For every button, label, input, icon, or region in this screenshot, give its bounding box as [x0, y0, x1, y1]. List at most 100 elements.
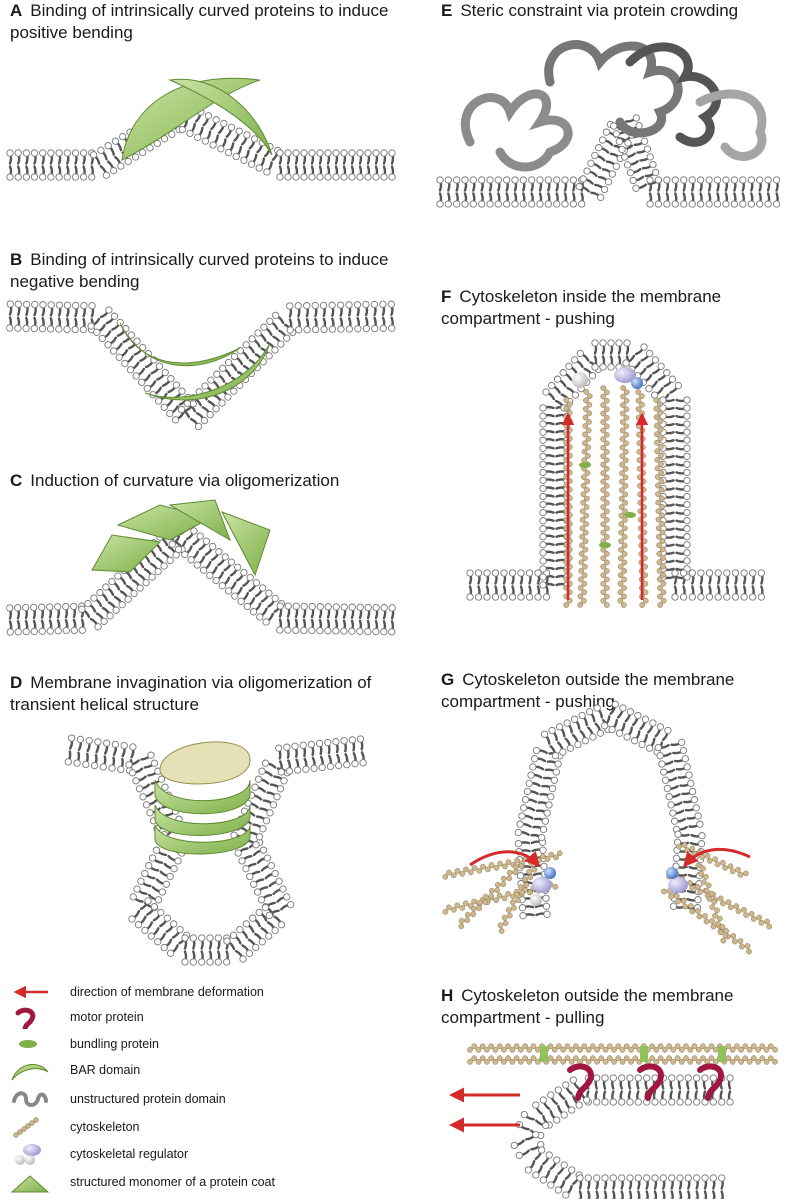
lipid-head	[189, 400, 197, 408]
actin-monomer	[580, 499, 586, 506]
lipid-head	[688, 593, 696, 601]
lipid-head	[176, 925, 184, 934]
lipid-head	[680, 176, 688, 184]
lipid-head	[246, 573, 254, 582]
lipid-head	[362, 324, 371, 333]
actin-monomer	[719, 859, 726, 866]
actin-monomer	[618, 538, 624, 545]
lipid-head	[249, 608, 258, 616]
lipid-head	[534, 569, 542, 577]
lipid-head	[694, 812, 702, 820]
lipid-head	[332, 738, 340, 746]
lipid-head	[150, 759, 159, 767]
actin-monomer	[556, 1043, 562, 1050]
lipid-head	[380, 149, 388, 157]
actin-monomer	[654, 439, 660, 446]
lipid-head	[147, 932, 155, 940]
lipid-head	[39, 173, 47, 181]
lipid-head	[553, 1116, 561, 1124]
lipid-head	[560, 1111, 568, 1119]
lipid-head	[547, 1181, 555, 1189]
lipid-head	[687, 779, 695, 787]
actin-monomer	[585, 453, 591, 459]
lipid-head	[539, 412, 547, 420]
lipid-head	[324, 603, 332, 611]
lipid-head	[640, 137, 649, 145]
lipid-head	[277, 921, 286, 929]
actin-monomer	[582, 555, 588, 562]
lipid-head	[311, 301, 319, 310]
lipid-head	[683, 428, 691, 436]
lipid-head	[588, 372, 597, 380]
actin-monomer	[568, 1046, 575, 1053]
cytoskeletal-regulator	[544, 867, 556, 879]
lipid-head	[508, 569, 517, 577]
lipid-head	[646, 200, 654, 208]
actin-monomer	[586, 419, 592, 425]
lipid-head	[525, 779, 533, 787]
actin-monomer	[714, 861, 721, 868]
lipid-head	[709, 1074, 717, 1082]
actin-monomer	[711, 899, 718, 905]
lipid-head	[609, 1174, 617, 1182]
lipid-head	[160, 403, 168, 411]
actin-monomer	[656, 533, 662, 540]
lipid-head	[553, 1156, 561, 1164]
actin-monomer	[668, 893, 674, 900]
actin-monomer	[600, 385, 607, 391]
actin-monomer	[649, 1043, 656, 1050]
actin-monomer	[759, 1055, 766, 1062]
actin-monomer	[586, 393, 593, 400]
lipid-head	[55, 173, 63, 181]
actin-monomer	[539, 853, 546, 860]
lipid-head	[672, 854, 681, 862]
actin-monomer	[658, 461, 664, 467]
actin-monomer	[471, 1043, 478, 1050]
lipid-head	[661, 776, 670, 784]
lipid-head	[764, 200, 772, 208]
actin-monomer	[750, 1043, 757, 1050]
legend-item-regulator: cytoskeletal regulator	[10, 1142, 340, 1166]
lipid-head	[190, 527, 198, 535]
lipid-head	[500, 569, 508, 577]
actin-monomer	[471, 898, 478, 905]
lipid-head	[380, 173, 388, 181]
actin-monomer	[622, 474, 629, 481]
helical-coat	[154, 804, 251, 836]
lipid-head	[105, 306, 113, 314]
lipid-head	[663, 200, 671, 208]
lipid-head	[739, 176, 747, 184]
actin-monomer	[522, 1043, 528, 1050]
lipid-head	[22, 300, 31, 309]
actin-monomer	[748, 910, 755, 917]
actin-monomer	[518, 884, 524, 890]
lipid-head	[461, 200, 469, 208]
lipid-head	[336, 301, 345, 309]
actin-monomer	[755, 1046, 761, 1053]
lipid-head	[14, 300, 23, 308]
lipid-head	[511, 176, 519, 184]
lipid-head	[308, 626, 316, 635]
actin-monomer	[603, 457, 610, 464]
lipid-head	[491, 569, 500, 577]
actin-monomer	[493, 897, 500, 904]
lipid-head	[607, 339, 615, 347]
lipid-head	[131, 153, 140, 161]
actin-monomer	[639, 393, 645, 400]
lipid-head	[683, 476, 691, 485]
actin-monomer	[628, 1058, 634, 1065]
lipid-head	[94, 738, 102, 746]
actin-monomer	[766, 923, 773, 930]
lipid-head	[87, 322, 95, 330]
lipid-head	[345, 301, 353, 309]
lipid-head	[548, 784, 557, 793]
actin-monomer	[621, 568, 628, 574]
lipid-head	[683, 412, 691, 420]
actin-monomer	[506, 912, 513, 919]
lipid-head	[345, 325, 354, 333]
actin-monomer	[578, 559, 585, 566]
lipid-head	[356, 627, 364, 635]
lipid-head	[380, 604, 388, 612]
actin-monomer	[619, 444, 626, 451]
lipid-head	[747, 176, 755, 184]
